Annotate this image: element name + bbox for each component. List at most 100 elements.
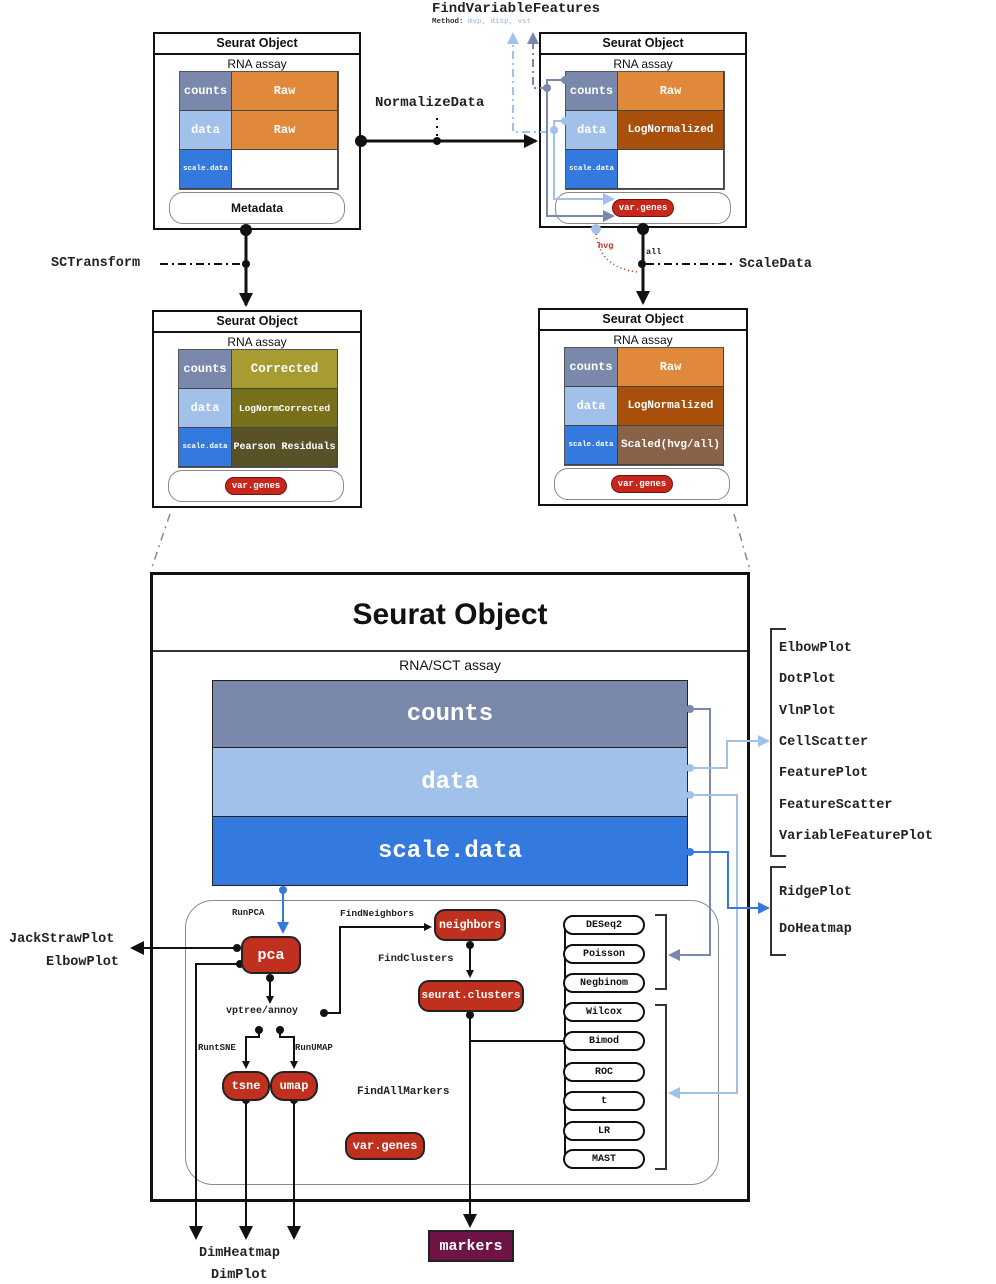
- seurat-clusters-node[interactable]: seurat.clusters: [418, 980, 524, 1012]
- big-slot-scale-data[interactable]: scale.data: [212, 816, 688, 886]
- slot-scale-data-value: [618, 150, 724, 189]
- test-mast[interactable]: MAST: [563, 1149, 645, 1169]
- var-genes-container: var.genes: [554, 468, 730, 500]
- assay-label: RNA assay: [613, 333, 673, 347]
- hvg-label: hvg: [598, 241, 614, 251]
- slot-scale-data-value: [232, 150, 338, 189]
- var-genes-container: var.genes: [555, 192, 731, 224]
- assay-grid: counts Corrected data LogNormCorrected s…: [178, 349, 338, 468]
- find-variable-features-label: FindVariableFeatures: [432, 1, 601, 17]
- assay-label: RNA assay: [227, 335, 287, 349]
- object-title: Seurat Object: [541, 34, 745, 55]
- slot-data[interactable]: data: [566, 111, 618, 150]
- plot-featureplot[interactable]: FeaturePlot: [779, 766, 869, 782]
- test-t[interactable]: t: [563, 1091, 645, 1111]
- jackstrawplot-label[interactable]: JackStrawPlot: [9, 932, 115, 947]
- assay-grid: counts Raw data LogNormalized scale.data…: [564, 347, 724, 466]
- seurat-object-initial[interactable]: Seurat Object RNA assay counts Raw data …: [153, 32, 361, 230]
- plot-variablefeatureplot[interactable]: VariableFeaturePlot: [779, 828, 933, 844]
- elbowplot-left-label[interactable]: ElbowPlot: [46, 955, 119, 970]
- slot-scale-data[interactable]: scale.data: [180, 150, 232, 189]
- slot-data-value: LogNormalized: [618, 111, 724, 150]
- pca-node[interactable]: pca: [241, 936, 301, 974]
- slot-scale-data[interactable]: scale.data: [179, 428, 232, 467]
- slot-data[interactable]: data: [565, 387, 618, 426]
- sctransform-arrow: [160, 224, 253, 307]
- dimheatmap-label[interactable]: DimHeatmap: [199, 1246, 281, 1261]
- bracket-group2: [655, 1004, 667, 1170]
- slot-counts-value: Corrected: [232, 350, 338, 389]
- assay-label: RNA assay: [227, 57, 287, 71]
- slot-counts-value: Raw: [232, 72, 338, 111]
- findallmarkers-label: FindAllMarkers: [357, 1086, 450, 1098]
- test-deseq2[interactable]: DESeq2: [563, 915, 645, 935]
- plot-cellscatter[interactable]: CellScatter: [779, 734, 869, 750]
- fvf-method-line: Method: mvp, disp, vst: [432, 18, 531, 26]
- fvf-method-label: Method:: [432, 18, 464, 26]
- plot-featurescatter[interactable]: FeatureScatter: [779, 797, 893, 813]
- slot-scale-data-value: Scaled(hvg/all): [618, 426, 724, 465]
- big-object-title: Seurat Object: [153, 575, 747, 652]
- slot-counts[interactable]: counts: [180, 72, 232, 111]
- test-poisson[interactable]: Poisson: [563, 944, 645, 964]
- plot-elbowplot[interactable]: ElbowPlot: [779, 641, 852, 656]
- slot-scale-data[interactable]: scale.data: [566, 150, 618, 189]
- normalize-arrow: [355, 118, 538, 148]
- runtsne-label: RuntSNE: [198, 1043, 236, 1053]
- slot-data[interactable]: data: [180, 111, 232, 150]
- plot-ridgeplot[interactable]: RidgePlot: [779, 885, 852, 900]
- seurat-object-scaled[interactable]: Seurat Object RNA assay counts Raw data …: [538, 308, 748, 506]
- var-genes-pill[interactable]: var.genes: [610, 475, 674, 493]
- var-genes-container: var.genes: [168, 470, 344, 502]
- plot-dotplot[interactable]: DotPlot: [779, 672, 836, 688]
- slot-data-value: LogNormCorrected: [232, 389, 338, 428]
- test-roc[interactable]: ROC: [563, 1062, 645, 1082]
- plots-bracket-2: [770, 866, 786, 956]
- big-slot-counts[interactable]: counts: [212, 680, 688, 748]
- var-genes-pill[interactable]: var.genes: [224, 477, 288, 495]
- slot-data[interactable]: data: [179, 389, 232, 428]
- seurat-object-sctransform[interactable]: Seurat Object RNA assay counts Corrected…: [152, 310, 362, 508]
- neighbors-node[interactable]: neighbors: [434, 909, 506, 941]
- big-slot-data[interactable]: data: [212, 747, 688, 817]
- test-lr[interactable]: LR: [563, 1121, 645, 1141]
- slot-counts[interactable]: counts: [565, 348, 618, 387]
- umap-node[interactable]: umap: [270, 1071, 318, 1101]
- var-genes-node[interactable]: var.genes: [345, 1132, 425, 1160]
- scaledata-arrow: [591, 223, 735, 305]
- normalize-data-label: NormalizeData: [375, 95, 485, 111]
- assay-grid: counts Raw data Raw scale.data: [179, 71, 339, 190]
- runumap-label: RunUMAP: [295, 1043, 333, 1053]
- assay-label: RNA assay: [613, 57, 673, 71]
- object-title: Seurat Object: [155, 34, 359, 55]
- slot-data-value: LogNormalized: [618, 387, 724, 426]
- plot-vlnplot[interactable]: VlnPlot: [779, 703, 836, 719]
- runpca-label: RunPCA: [232, 908, 265, 918]
- plots-bracket-1: [770, 628, 786, 857]
- slot-counts-value: Raw: [618, 348, 724, 387]
- findclusters-label: FindClusters: [378, 953, 454, 965]
- vptree-annoy-label: vptree/annoy: [226, 1006, 299, 1017]
- bracket-group1: [655, 914, 667, 990]
- sctransform-label: SCTransform: [51, 256, 141, 271]
- object-title: Seurat Object: [540, 310, 746, 331]
- all-label: all: [646, 247, 662, 257]
- test-bimod[interactable]: Bimod: [563, 1031, 645, 1051]
- plot-doheatmap[interactable]: DoHeatmap: [779, 922, 852, 937]
- findneighbors-label: FindNeighbors: [340, 908, 415, 919]
- var-genes-pill[interactable]: var.genes: [611, 199, 675, 217]
- object-title: Seurat Object: [154, 312, 360, 333]
- metadata-box[interactable]: Metadata: [169, 192, 345, 224]
- slot-scale-data[interactable]: scale.data: [565, 426, 618, 465]
- slot-counts-value: Raw: [618, 72, 724, 111]
- seurat-object-normalized[interactable]: Seurat Object RNA assay counts Raw data …: [539, 32, 747, 228]
- dimplot-label[interactable]: DimPlot: [211, 1268, 268, 1283]
- slot-counts[interactable]: counts: [566, 72, 618, 111]
- tsne-node[interactable]: tsne: [222, 1071, 270, 1101]
- slot-counts[interactable]: counts: [179, 350, 232, 389]
- markers-output[interactable]: markers: [428, 1230, 514, 1262]
- test-wilcox[interactable]: Wilcox: [563, 1002, 645, 1022]
- scaledata-label: ScaleData: [739, 257, 812, 272]
- slot-scale-data-value: Pearson Residuals: [232, 428, 338, 467]
- test-negbinom[interactable]: Negbinom: [563, 973, 645, 993]
